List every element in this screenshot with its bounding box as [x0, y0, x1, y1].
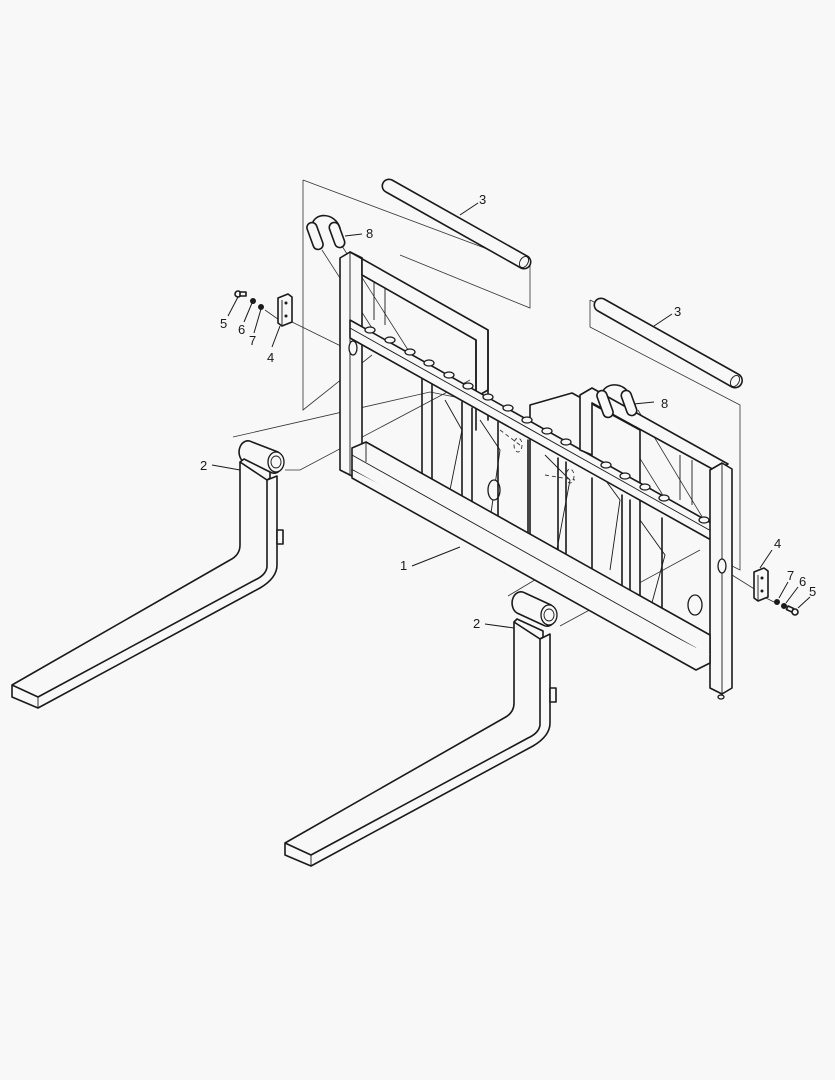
lock-pin-left[interactable]: [306, 214, 347, 251]
callout-6-right: 6: [799, 574, 806, 589]
washer-right[interactable]: [781, 603, 787, 609]
callout-7-right: 7: [787, 568, 794, 583]
callout-8-left: 8: [366, 226, 373, 241]
leader-lines: [211, 202, 811, 629]
fork-shaft-right[interactable]: [593, 297, 743, 389]
washer-left[interactable]: [250, 298, 256, 304]
callout-5-right: 5: [809, 584, 816, 599]
frame[interactable]: [339, 251, 733, 700]
lock-pin-right[interactable]: [596, 384, 639, 419]
retainer-plate-left[interactable]: [277, 293, 293, 327]
callout-5-left: 5: [220, 316, 227, 331]
callout-labels: 3 8 3 8 5 6 7 4 2 1 4 7 6 5 2: [200, 192, 816, 631]
callout-2-right: 2: [473, 616, 480, 631]
bolt-left[interactable]: [234, 290, 247, 298]
callout-8-right: 8: [661, 396, 668, 411]
bolt-right[interactable]: [785, 605, 799, 616]
fork-right[interactable]: [284, 591, 558, 867]
callout-4-left: 4: [267, 350, 274, 365]
callout-2-left: 2: [200, 458, 207, 473]
nut-left[interactable]: [258, 304, 264, 310]
callout-7-left: 7: [249, 333, 256, 348]
fork-left[interactable]: [11, 440, 285, 709]
callout-6-left: 6: [238, 322, 245, 337]
callout-4-right: 4: [774, 536, 781, 551]
callout-3-right: 3: [674, 304, 681, 319]
retainer-plate-right[interactable]: [753, 567, 769, 602]
callout-1: 1: [400, 558, 407, 573]
fork-shaft-left[interactable]: [381, 178, 532, 270]
nut-right[interactable]: [774, 599, 780, 605]
pin-holes: [364, 326, 710, 524]
callout-3-left: 3: [479, 192, 486, 207]
